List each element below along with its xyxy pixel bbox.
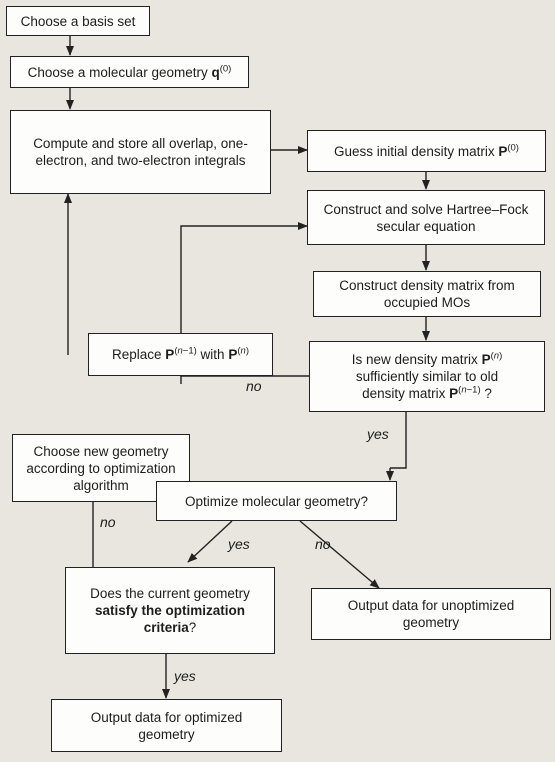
replace-pre: Replace	[112, 347, 162, 362]
node-output-optimized: Output data for optimized geometry	[51, 699, 282, 752]
node-output-unoptimized: Output data for unoptimized geometry	[311, 588, 551, 640]
node-compute-integrals: Compute and store all overlap, one-elect…	[10, 110, 271, 194]
label-yes-optimize: yes	[228, 536, 250, 552]
arrow-loop-to-solve	[180, 222, 308, 330]
node-text: Is new density matrix P(n) sufficiently …	[352, 351, 502, 402]
node-text: Does the current geometry satisfy the op…	[74, 585, 266, 636]
superscript: (0)	[219, 63, 232, 74]
node-guess-text: Guess initial density matrix	[334, 143, 495, 159]
node-replace-density: Replace P(n−1) with P(n)	[88, 333, 273, 376]
symbol-p: P	[228, 347, 238, 362]
superscript: (0)	[507, 142, 519, 153]
node-construct-density: Construct density matrix from occupied M…	[313, 271, 541, 317]
similar-line2: sufficiently similar to old	[355, 369, 499, 384]
label-no-optimize: no	[315, 536, 331, 552]
node-text: Choose a molecular geometry q(0)	[28, 64, 232, 81]
node-text: Construct density matrix from occupied M…	[339, 278, 515, 310]
label-no-criteria: no	[100, 514, 116, 530]
symbol-p: P	[165, 347, 175, 362]
similar-tail: ?	[484, 386, 492, 401]
criteria-tail: ?	[188, 620, 197, 635]
node-geometry-text: Choose a molecular geometry	[27, 64, 208, 80]
node-text: Choose a basis set	[20, 13, 136, 29]
node-choose-geometry: Choose a molecular geometry q(0)	[10, 56, 249, 88]
node-text: Choose new geometry according to optimiz…	[26, 443, 176, 493]
label-yes-criteria: yes	[174, 668, 196, 684]
criteria-bold: satisfy the optimization criteria	[94, 603, 246, 635]
symbol-q: q	[211, 64, 220, 80]
node-text: Compute and store all overlap, one-elect…	[33, 136, 248, 168]
label-yes-similar: yes	[367, 426, 389, 442]
arrow-optimize-no-to-unopt	[299, 520, 380, 589]
node-optimize-geometry: Optimize molecular geometry?	[156, 481, 397, 521]
node-guess-density: Guess initial density matrix P(0)	[307, 130, 546, 172]
arrow-similar-yes-to-optimize	[390, 412, 407, 469]
symbol-p: P	[498, 143, 508, 159]
node-text: Replace P(n−1) with P(n)	[112, 346, 249, 363]
symbol-p: P	[449, 386, 459, 401]
node-text: Construct and solve Hartree–Fock secular…	[323, 201, 529, 234]
node-text: Output data for unoptimized geometry	[347, 598, 515, 630]
node-choose-new-geometry: Choose new geometry according to optimiz…	[12, 434, 190, 502]
criteria-pre: Does the current geometry	[90, 586, 250, 601]
symbol-p: P	[481, 352, 491, 367]
node-text: Guess initial density matrix P(0)	[334, 143, 519, 160]
node-choose-basis-set: Choose a basis set	[6, 6, 150, 36]
replace-mid: with	[200, 347, 225, 362]
label-no-similar: no	[246, 378, 262, 394]
similar-line1: Is new density matrix	[351, 352, 478, 367]
node-density-similar: Is new density matrix P(n) sufficiently …	[309, 341, 545, 412]
node-solve-hf: Construct and solve Hartree–Fock secular…	[307, 190, 545, 245]
superscript: (n−1)	[458, 384, 481, 396]
arrow-optimize-yes-to-criteria	[187, 520, 233, 563]
node-text: Output data for optimized geometry	[90, 709, 243, 742]
superscript: (n−1)	[174, 345, 197, 357]
superscript: (n)	[490, 350, 503, 362]
node-optimization-criteria: Does the current geometry satisfy the op…	[65, 567, 275, 654]
similar-line3: density matrix	[362, 386, 446, 401]
node-text: Optimize molecular geometry?	[184, 493, 369, 509]
superscript: (n)	[237, 345, 249, 357]
